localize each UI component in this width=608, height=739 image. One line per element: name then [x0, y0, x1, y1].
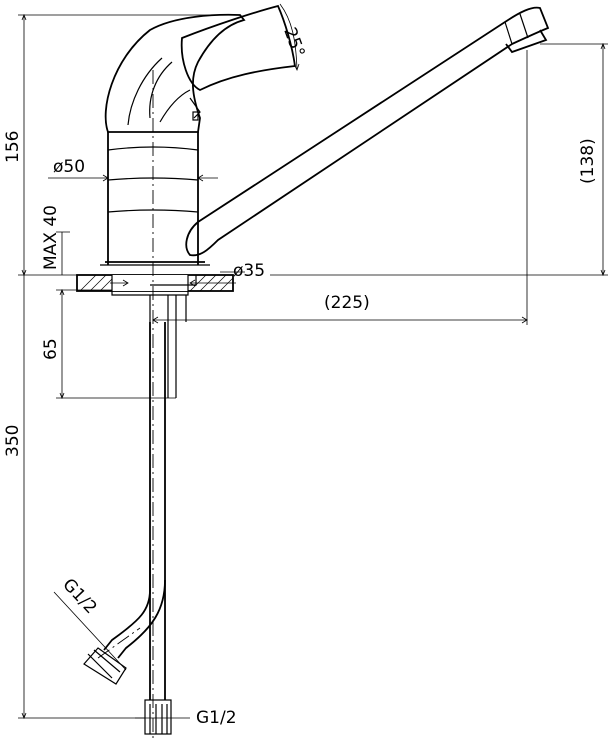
lever-handle	[104, 4, 297, 133]
dim-lever-angle: 25°	[279, 25, 308, 60]
dim-body-diameter: ø50	[53, 157, 85, 177]
faucet-body	[100, 132, 210, 266]
dim-hole-diameter: ø35	[233, 261, 265, 281]
dim-spout-height: (138)	[578, 138, 598, 184]
dim-thread-side: G1/2	[58, 575, 100, 618]
dim-spout-reach: (225)	[324, 293, 370, 313]
dim-overall-height: 156	[3, 131, 23, 163]
hose-center-line	[97, 627, 141, 659]
dim-hose-length: 350	[3, 425, 23, 457]
dim-shank-length: 65	[41, 338, 61, 360]
dim-thread-bottom: G1/2	[196, 708, 237, 728]
dimension-lines	[18, 3, 608, 720]
supply-hoses	[83, 295, 187, 735]
deck-plate	[76, 274, 234, 296]
dim-max-mount: MAX 40	[41, 205, 61, 270]
spout	[185, 6, 550, 257]
